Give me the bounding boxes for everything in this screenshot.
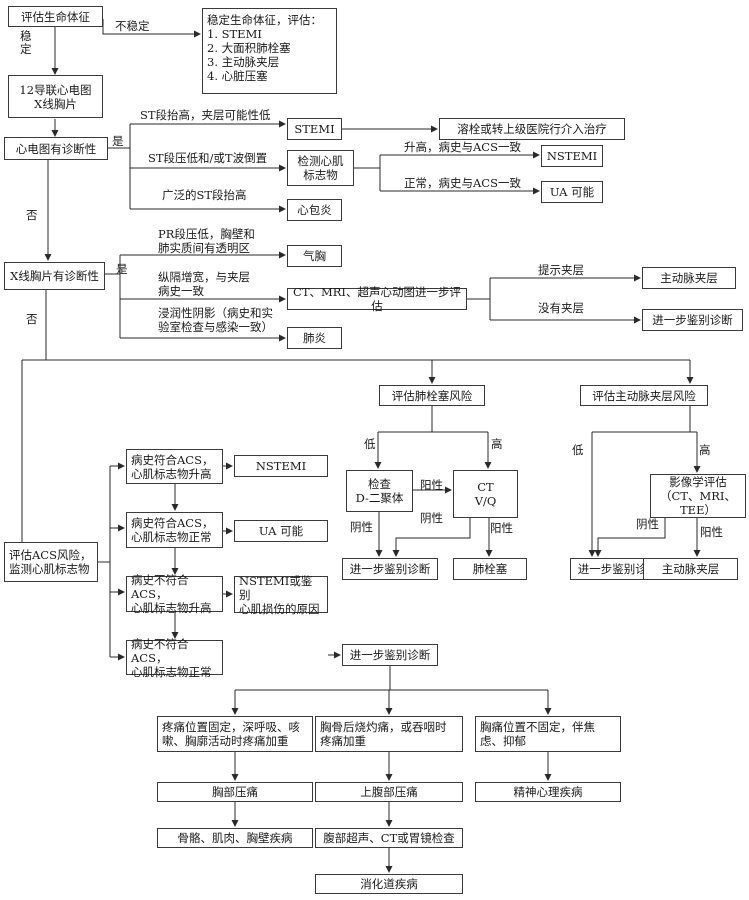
further-ddx-top-node: 进一步鉴别诊断 <box>642 309 743 331</box>
pneumonia-node: 肺炎 <box>287 327 342 349</box>
label-high-pe: 高 <box>491 437 503 451</box>
ua-top-node: UA 可能 <box>541 181 603 203</box>
label-no-ad: 没有夹层 <box>538 301 584 315</box>
ua-mid-node: UA 可能 <box>234 520 328 542</box>
label-yes-xray: 是 <box>116 262 128 276</box>
ct-vq-node: CT V/Q <box>453 470 518 518</box>
further-ddx-main-node: 进一步鉴别诊断 <box>342 644 438 666</box>
label-stable: 稳定 <box>20 29 32 56</box>
nstemi-or-other-node: NSTEMI或鉴别 心肌损伤的原因 <box>234 574 328 616</box>
label-suggest-ad: 提示夹层 <box>538 263 584 277</box>
chest-tenderness-node: 胸部压痛 <box>157 782 313 802</box>
label-unstable: 不稳定 <box>115 19 150 33</box>
pain-fixed-node: 疼痛位置固定，深呼吸、咳 嗽、胸廓活动时疼痛加重 <box>157 716 313 752</box>
xray-diagnostic-node: X线胸片有诊断性 <box>4 262 105 290</box>
pericarditis-node: 心包炎 <box>287 199 342 221</box>
imaging-assessment-node: 影像学评估 （CT、MRI、TEE） <box>650 474 746 518</box>
label-no-xray: 否 <box>26 312 38 326</box>
label-high-ad: 高 <box>699 443 711 457</box>
ecg-xray-node: 12导联心电图 X线胸片 <box>8 75 103 118</box>
label-low-pe: 低 <box>364 437 376 451</box>
acs-case4-node: 病史不符合ACS， 心肌标志物正常 <box>126 637 223 679</box>
nstemi-top-node: NSTEMI <box>541 145 603 167</box>
further-ddx-pe-node: 进一步鉴别诊断 <box>342 558 438 580</box>
label-positive-ct: 阳性 <box>490 521 513 535</box>
nstemi-mid-node: NSTEMI <box>234 455 328 477</box>
label-normal-acs: 正常，病史与ACS一致 <box>404 176 521 190</box>
psychiatric-disease-node: 精神心理疾病 <box>475 782 621 802</box>
assess-ad-risk-node: 评估主动脉夹层风险 <box>580 385 708 406</box>
acs-case2-node: 病史符合ACS， 心肌标志物正常 <box>126 512 223 548</box>
pain-unfixed-node: 胸痛位置不固定，伴焦 虑、抑郁 <box>475 716 621 752</box>
label-mediastinum: 纵隔增宽，与夹层 病史一致 <box>158 270 250 298</box>
unstable-assessment-node: 稳定生命体征，评估： 1. STEMI 2. 大面积肺栓塞 3. 主动脉夹层 4… <box>202 8 337 94</box>
label-no-ecg: 否 <box>26 208 38 222</box>
label-diffuse-st: 广泛的ST段抬高 <box>162 188 247 202</box>
label-st-elevation: ST段抬高，夹层可能性低 <box>140 108 271 122</box>
label-rise-acs: 升高，病史与ACS一致 <box>404 140 521 154</box>
pe-node: 肺栓塞 <box>453 558 527 580</box>
label-yes-ecg: 是 <box>112 134 124 148</box>
epigastric-tenderness-node: 上腹部压痛 <box>315 782 463 802</box>
thrombolysis-node: 溶栓或转上级医院行介入治疗 <box>439 118 625 140</box>
label-negative-img: 阴性 <box>636 517 659 531</box>
musculoskeletal-node: 骨骼、肌肉、胸壁疾病 <box>157 828 313 848</box>
label-infiltrate: 浸润性阴影（病史和实 验室检查与感染一致） <box>158 306 273 334</box>
label-positive-dd: 阳性 <box>420 478 443 492</box>
label-negative-ct: 阴性 <box>420 511 443 525</box>
aortic-dissection-bottom-node: 主动脉夹层 <box>643 558 738 580</box>
cardiac-marker-test-node: 检测心肌 标志物 <box>287 150 354 186</box>
assess-pe-risk-node: 评估肺栓塞风险 <box>379 385 485 406</box>
acs-risk-node: 评估ACS风险， 监测心肌标志物 <box>4 542 98 582</box>
acs-case3-node: 病史不符合ACS， 心肌标志物升高 <box>126 573 223 615</box>
pain-retrosternal-node: 胸骨后烧灼痛，或吞咽时 疼痛加重 <box>315 716 463 752</box>
ecg-diagnostic-node: 心电图有诊断性 <box>4 137 108 160</box>
digestive-disease-node: 消化道疾病 <box>315 874 463 894</box>
label-positive-img: 阳性 <box>700 525 723 539</box>
d-dimer-node: 检查 D-二聚体 <box>346 470 413 512</box>
label-low-ad: 低 <box>572 443 584 457</box>
imaging-evaluation-node: CT、MRI、超声心动图进一步评估 <box>287 285 467 313</box>
label-negative-dd: 阴性 <box>350 520 373 534</box>
label-st-depression: ST段压低和/或T波倒置 <box>148 151 268 165</box>
abdominal-exam-node: 腹部超声、CT或胃镜检查 <box>315 828 463 848</box>
label-pr-depression: PR段压低，胸壁和 肺实质间有透明区 <box>158 227 255 255</box>
acs-case1-node: 病史符合ACS， 心肌标志物升高 <box>126 449 223 484</box>
aortic-dissection-top-node: 主动脉夹层 <box>642 267 736 289</box>
pneumothorax-node: 气胸 <box>287 245 342 267</box>
assess-vitals-node: 评估生命体征 <box>8 6 103 27</box>
stemi-node: STEMI <box>287 118 342 140</box>
